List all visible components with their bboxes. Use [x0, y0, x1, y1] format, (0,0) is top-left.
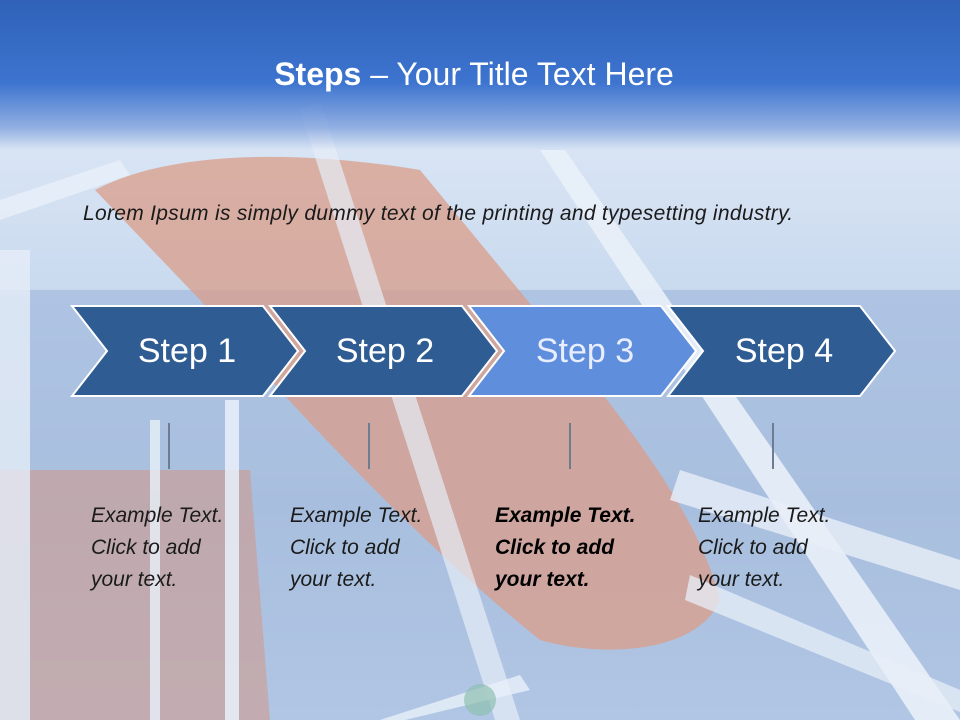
step-4-label: Step 4	[734, 332, 834, 370]
step-1-connector	[168, 423, 170, 469]
step-2-label: Step 2	[335, 332, 435, 370]
title-rest: – Your Title Text Here	[361, 56, 674, 92]
title-banner	[0, 0, 960, 150]
step-4-chevron[interactable]	[665, 305, 897, 397]
step-1-text[interactable]: Example Text. Click to add your text.	[91, 504, 224, 591]
step-3-text[interactable]: Example Text. Click to add your text.	[495, 504, 636, 591]
intro-text[interactable]: Lorem Ipsum is simply dummy text of the …	[83, 202, 794, 225]
step-3-label: Step 3	[535, 332, 635, 370]
slide-title[interactable]: Steps – Your Title Text Here	[0, 52, 948, 96]
step-1-label: Step 1	[137, 332, 237, 370]
step-3-connector	[569, 423, 571, 469]
step-3-chevron[interactable]	[466, 305, 698, 397]
step-2-connector	[368, 423, 370, 469]
title-bold-word: Steps	[274, 56, 362, 92]
step-2-chevron[interactable]	[267, 305, 499, 397]
step-4-connector	[772, 423, 774, 469]
step-4-text[interactable]: Example Text. Click to add your text.	[698, 504, 831, 591]
step-2-text[interactable]: Example Text. Click to add your text.	[290, 504, 423, 591]
step-1-chevron[interactable]	[69, 305, 300, 397]
